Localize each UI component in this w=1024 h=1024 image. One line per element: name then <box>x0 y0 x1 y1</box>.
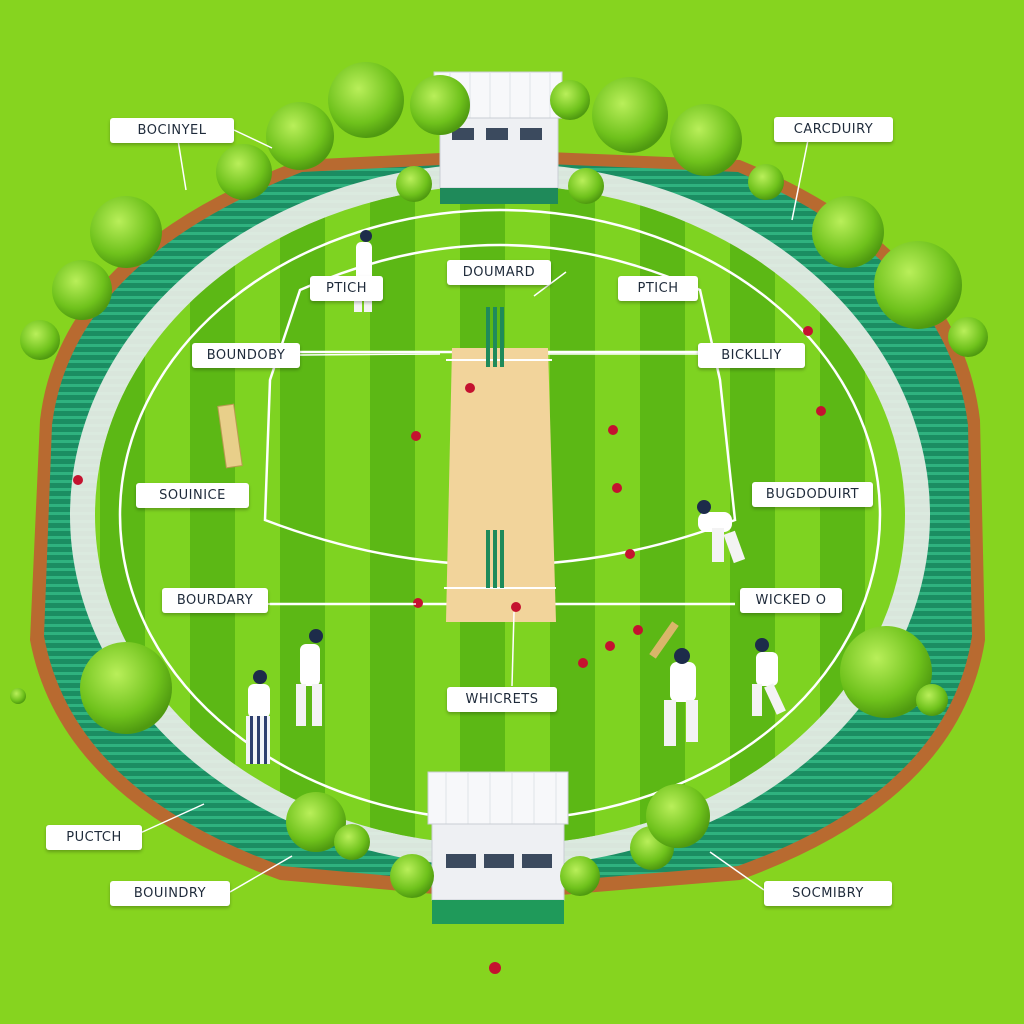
label-bicklliy: BICKLLIY <box>698 343 805 368</box>
label-bocinyel: BOCINYEL <box>110 118 234 143</box>
stumps-icon <box>486 307 504 588</box>
bat-icon <box>217 403 243 469</box>
label-bouindry: BOUINDRY <box>110 881 230 906</box>
label-puctch: PUCTCH <box>46 825 142 850</box>
pitch-strip <box>444 348 556 622</box>
ball-icon <box>73 326 826 974</box>
label-whicrets: WHICRETS <box>447 687 557 712</box>
label-boundoby: BOUNDOBY <box>192 343 300 368</box>
label-souinice: SOUINICE <box>136 483 249 508</box>
label-bourdary: BOURDARY <box>162 588 268 613</box>
callout-leaders <box>137 129 809 893</box>
label-carcduiry: CARCDUIRY <box>774 117 893 142</box>
tree-icon <box>10 62 988 898</box>
label-wicked: WICKED O <box>740 588 842 613</box>
label-socmibry: SOCMIBRY <box>764 881 892 906</box>
label-bugdoduirt: BUGDODUIRT <box>752 482 873 507</box>
label-ptich-left: PTICH <box>310 276 383 301</box>
pavilion-icon <box>427 771 569 924</box>
label-doumard: DOUMARD <box>447 260 551 285</box>
label-ptich-right: PTICH <box>618 276 698 301</box>
player-icon <box>246 230 786 764</box>
